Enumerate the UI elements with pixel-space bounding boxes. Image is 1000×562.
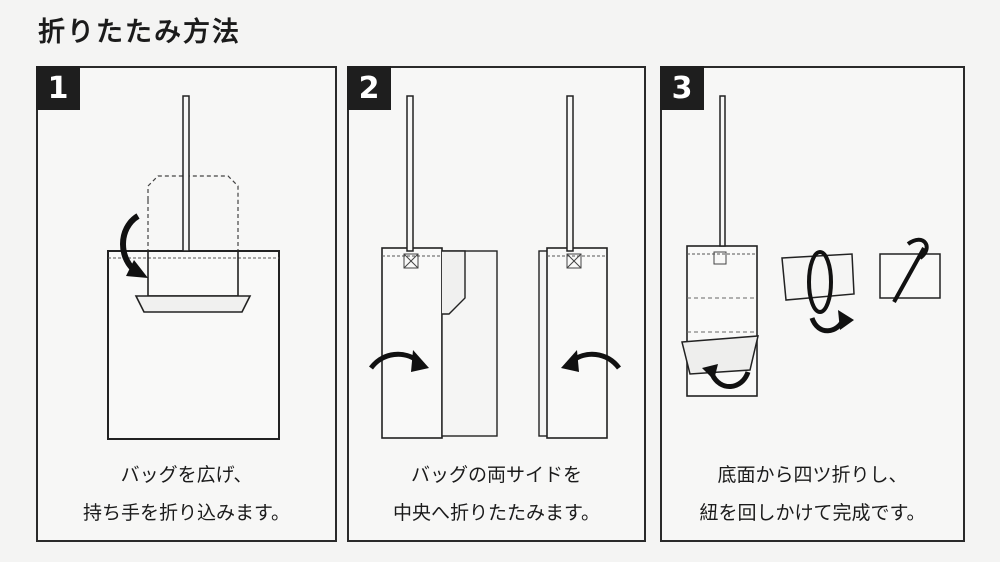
fold-up-arrow-icon [702,364,718,380]
wrap-arrow-icon [838,310,854,330]
step-number-3: 3 [660,66,704,110]
step-1-panel: 1 バッグを広げ、 持ち手を折り込みます。 [36,66,337,542]
caption-line: バッグの両サイドを [410,464,582,486]
caption-line: バッグを広げ、 [120,464,253,486]
step-number-1: 1 [36,66,80,110]
step-number-2: 2 [347,66,391,110]
step-1-caption: バッグを広げ、 持ち手を折り込みます。 [38,456,335,532]
page-title: 折りたたみ方法 [38,17,241,48]
step-2-caption: バッグの両サイドを 中央へ折りたたみます。 [349,456,644,532]
step-3-panel: 3 底面から四ツ折りし、 紐を回しかけて完成です。 [660,66,965,542]
arrow-left-icon [561,350,579,372]
caption-line: 紐を回しかけて完成です。 [699,502,926,524]
step-3-caption: 底面から四ツ折りし、 紐を回しかけて完成です。 [662,456,963,532]
caption-line: 底面から四ツ折りし、 [717,464,908,486]
curved-arrow-icon [126,260,148,278]
step-2-panel: 2 バッグの両サイドを 中央へ折りたたみます。 [347,66,646,542]
arrow-right-icon [411,350,429,372]
fold-sides-illustration [369,95,621,439]
fold-handles-illustration [107,95,280,440]
fold-finish-illustration [681,95,941,397]
caption-line: 持ち手を折り込みます。 [82,502,291,524]
caption-line: 中央へ折りたたみます。 [392,502,601,524]
